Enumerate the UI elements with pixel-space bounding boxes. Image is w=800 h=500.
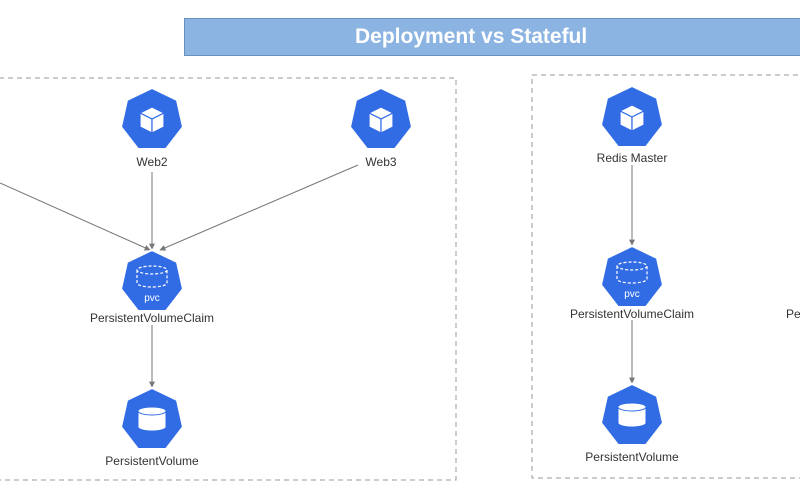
volume-claim-icon: [616, 261, 648, 284]
pvc-badge: pvc: [144, 293, 160, 304]
edge-web3-to-pvc: [159, 164, 359, 251]
partial-pvc-label: Pe: [786, 307, 800, 321]
deployment-pv-label: PersistentVolume: [105, 454, 199, 468]
diagram-title: Deployment vs Stateful: [184, 18, 800, 56]
redis-master-label: Redis Master: [597, 151, 668, 165]
redis-master-node[interactable]: [599, 84, 665, 148]
edge-web1-to-pvc: [0, 182, 151, 251]
volume-claim-icon: [136, 265, 168, 288]
web2-node[interactable]: [119, 86, 185, 150]
deployment-pvc-node[interactable]: pvc: [119, 248, 185, 312]
web3-node[interactable]: [348, 86, 414, 150]
pvc-badge: pvc: [624, 289, 640, 300]
deployment-pv-node[interactable]: [119, 386, 185, 450]
web2-label: Web2: [136, 155, 167, 169]
stateful-pvc-label: PersistentVolumeClaim: [570, 307, 694, 321]
stateful-pv-label: PersistentVolume: [585, 450, 679, 464]
pvc-heptagon: [119, 248, 185, 312]
pvc-heptagon: [599, 244, 665, 308]
volume-icon: [617, 402, 647, 428]
stateful-pvc-node[interactable]: pvc: [599, 244, 665, 308]
stateful-pv-node[interactable]: [599, 382, 665, 446]
cube-icon: [138, 106, 166, 134]
volume-icon: [137, 406, 167, 432]
web3-label: Web3: [365, 155, 396, 169]
cube-icon: [618, 104, 646, 132]
deployment-group-box: [0, 77, 457, 481]
stateful-group-box: [531, 74, 800, 479]
deployment-pvc-label: PersistentVolumeClaim: [90, 311, 214, 325]
cube-icon: [367, 106, 395, 134]
